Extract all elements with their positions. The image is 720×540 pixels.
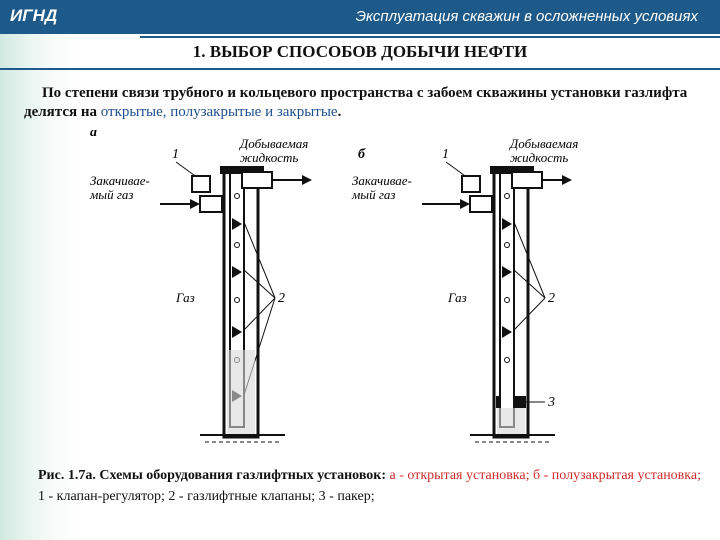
scheme-a: а 1 Добываемая жидкость Закачивае- мый г… <box>89 130 312 443</box>
scheme-b-liquid-label-1: Добываемая <box>508 136 578 151</box>
scheme-a-liquid-label-1: Добываемая <box>238 136 308 151</box>
scheme-a-gas-in-label-2: мый газ <box>89 187 134 202</box>
gaslift-schemes-figure: а 1 Добываемая жидкость Закачивае- мый г… <box>89 130 578 443</box>
scheme-b-label-3: 3 <box>547 395 555 410</box>
header-org: ИГНД <box>10 6 58 25</box>
scheme-a-label-2: 2 <box>278 291 285 306</box>
scheme-b-gas-in-label-2: мый газ <box>351 187 396 202</box>
scheme-a-label-1: 1 <box>172 147 179 162</box>
scheme-b-letter: б <box>358 147 366 162</box>
paragraph-highlight: открытые, полузакрытые и закрытые <box>100 104 338 120</box>
scheme-b-gas-label: Газ <box>447 290 467 305</box>
paragraph-part-1: По степени связи трубного и кольцевого п… <box>24 85 688 120</box>
title-bottom-line <box>0 68 720 70</box>
scheme-a-gas-label: Газ <box>175 290 195 305</box>
title-top-line <box>140 36 720 38</box>
caption-types: а - открытая установка; б - полузакрытая… <box>389 468 701 483</box>
figure-caption: Рис. 1.7а. Схемы оборудования газлифтных… <box>38 465 703 507</box>
caption-legend: 1 - клапан-регулятор; 2 - газлифтные кла… <box>38 489 375 504</box>
scheme-a-gas-in-label-1: Закачивае- <box>90 173 150 188</box>
scheme-b-label-2: 2 <box>548 291 555 306</box>
header-course-title: Эксплуатация скважин в осложненных услов… <box>355 8 698 25</box>
intro-paragraph: По степени связи трубного и кольцевого п… <box>24 84 704 122</box>
scheme-b: б 1 Добываемая жидкость Закачивае- мый г… <box>351 136 578 443</box>
caption-part-1: Рис. 1.7а. Схемы оборудования газлифтных… <box>38 468 390 483</box>
scheme-a-letter: а <box>90 130 97 140</box>
scheme-b-liquid-label-2: жидкость <box>510 150 568 165</box>
paragraph-end: . <box>337 104 342 120</box>
scheme-b-label-1: 1 <box>442 147 449 162</box>
scheme-b-gas-in-label-1: Закачивае- <box>352 173 412 188</box>
slide-title: 1. ВЫБОР СПОСОБОВ ДОБЫЧИ НЕФТИ <box>192 42 528 61</box>
scheme-a-liquid-label-2: жидкость <box>240 150 298 165</box>
header-bar: ИГНД Эксплуатация скважин в осложненных … <box>0 0 720 34</box>
